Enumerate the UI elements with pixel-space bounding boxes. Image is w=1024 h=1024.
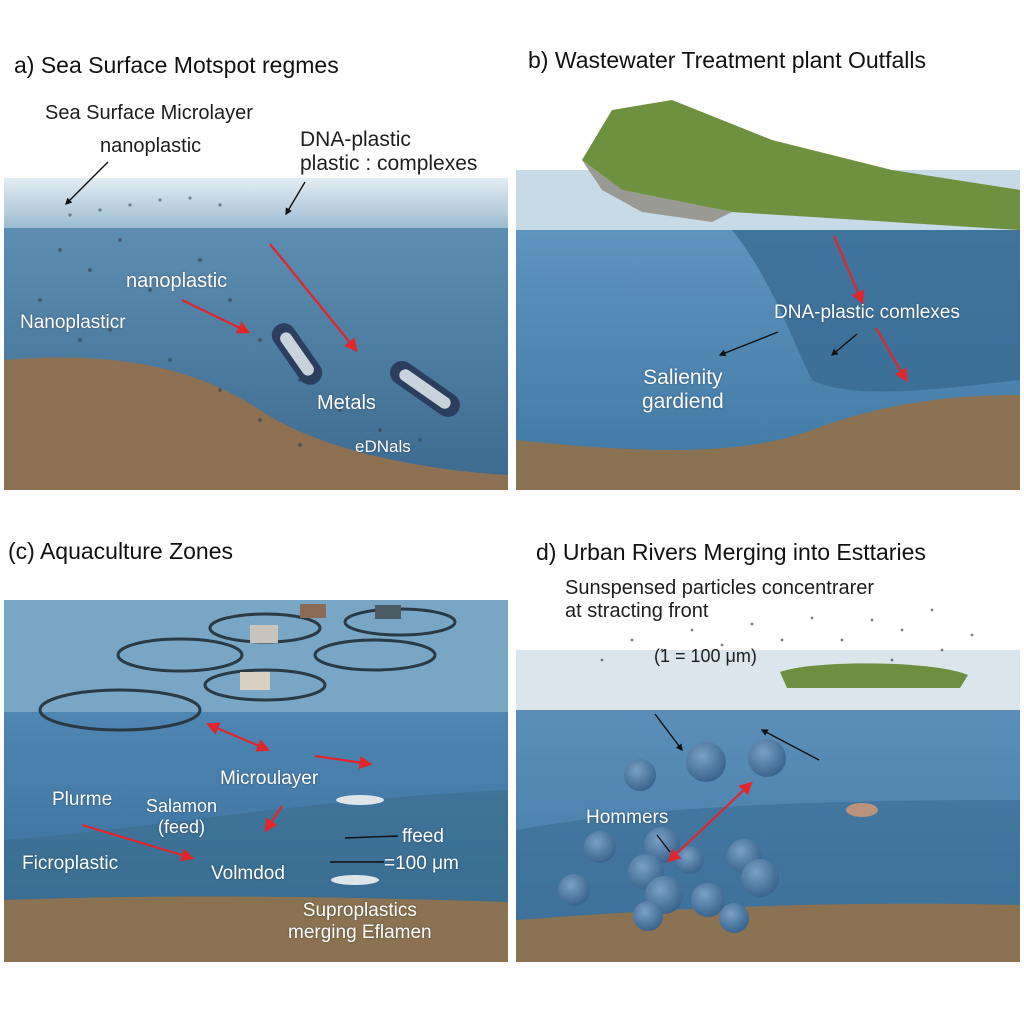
seabed-sediment (516, 395, 1020, 490)
metals-label: Metals (317, 392, 376, 414)
scale-label: =100 μm (384, 853, 459, 874)
plume-label: Plurme (52, 789, 113, 810)
estuary-island (780, 663, 968, 688)
microulayer-label: Microulayer (220, 768, 319, 789)
ffeed-label: ffeed (402, 826, 444, 847)
suproplastics-label: Suproplastics merging Eflamen (288, 900, 432, 943)
panel-a-scene (4, 178, 508, 490)
ednals-label: eDNals (355, 437, 411, 456)
salinity-gradient-label: Salienity gardiend (642, 366, 724, 414)
coastal-cliff-grass (582, 100, 1020, 230)
panel-c-aquaculture: (c) Aquaculture Zones Microulayer Plurme… (0, 500, 512, 1000)
panel-d-scene (516, 608, 1020, 962)
dna-plastic-label: DNA-plastic plastic : complexes (300, 128, 478, 176)
dna-plastic-complexes-label: DNA-plastic comlexes (774, 302, 960, 323)
coastal-cliff-rock (582, 160, 732, 222)
sea-surface (4, 600, 508, 712)
volmdod-label: Volmdod (211, 863, 285, 884)
ficroplastic-label: Ficroplastic (22, 853, 119, 874)
panel-d-urban-rivers: d) Urban Rivers Merging into Esttaries S… (512, 500, 1024, 1000)
panel-b-scene (516, 100, 1020, 490)
outfall-slope (732, 230, 1020, 392)
seabed-sediment (4, 896, 508, 962)
panel-b-wastewater: b) Wastewater Treatment plant Outfalls D… (512, 0, 1024, 500)
nanoplastic-particles (38, 196, 422, 447)
panel-a-title: a) Sea Surface Motspot regmes (14, 52, 339, 78)
panel-d-title: d) Urban Rivers Merging into Esttaries (536, 539, 926, 565)
pen-platforms (240, 604, 401, 690)
nanoplastic-top-label: nanoplastic (100, 135, 202, 157)
fine-particles (600, 608, 974, 662)
panel-c-title: (c) Aquaculture Zones (8, 538, 234, 564)
suspended-particles-label: Sunspensed particles concentrarer at str… (565, 577, 875, 622)
scale-label: (1 = 100 μm) (654, 646, 757, 666)
salamon-feed-label: Salamon (feed) (146, 796, 218, 837)
panel-c-scene (4, 600, 508, 962)
sea-surface-microlayer-label: Sea Surface Microlayer (45, 102, 253, 124)
hommers-label: Hommers (586, 807, 669, 828)
sea-turtle (846, 803, 878, 817)
dna-plastic-capsule-2 (390, 360, 460, 418)
sea-surface-band (4, 178, 508, 228)
salmon-fish (331, 795, 384, 885)
nanoplastic-mid-label: nanoplastic (126, 270, 228, 292)
panel-a-sea-surface: a) Sea Surface Motspot regmes Sea Surfac… (0, 0, 512, 500)
seabed-sediment (4, 357, 508, 490)
nanoplasticr-label: Nanoplasticr (20, 312, 126, 333)
panel-b-title: b) Wastewater Treatment plant Outfalls (528, 47, 926, 73)
